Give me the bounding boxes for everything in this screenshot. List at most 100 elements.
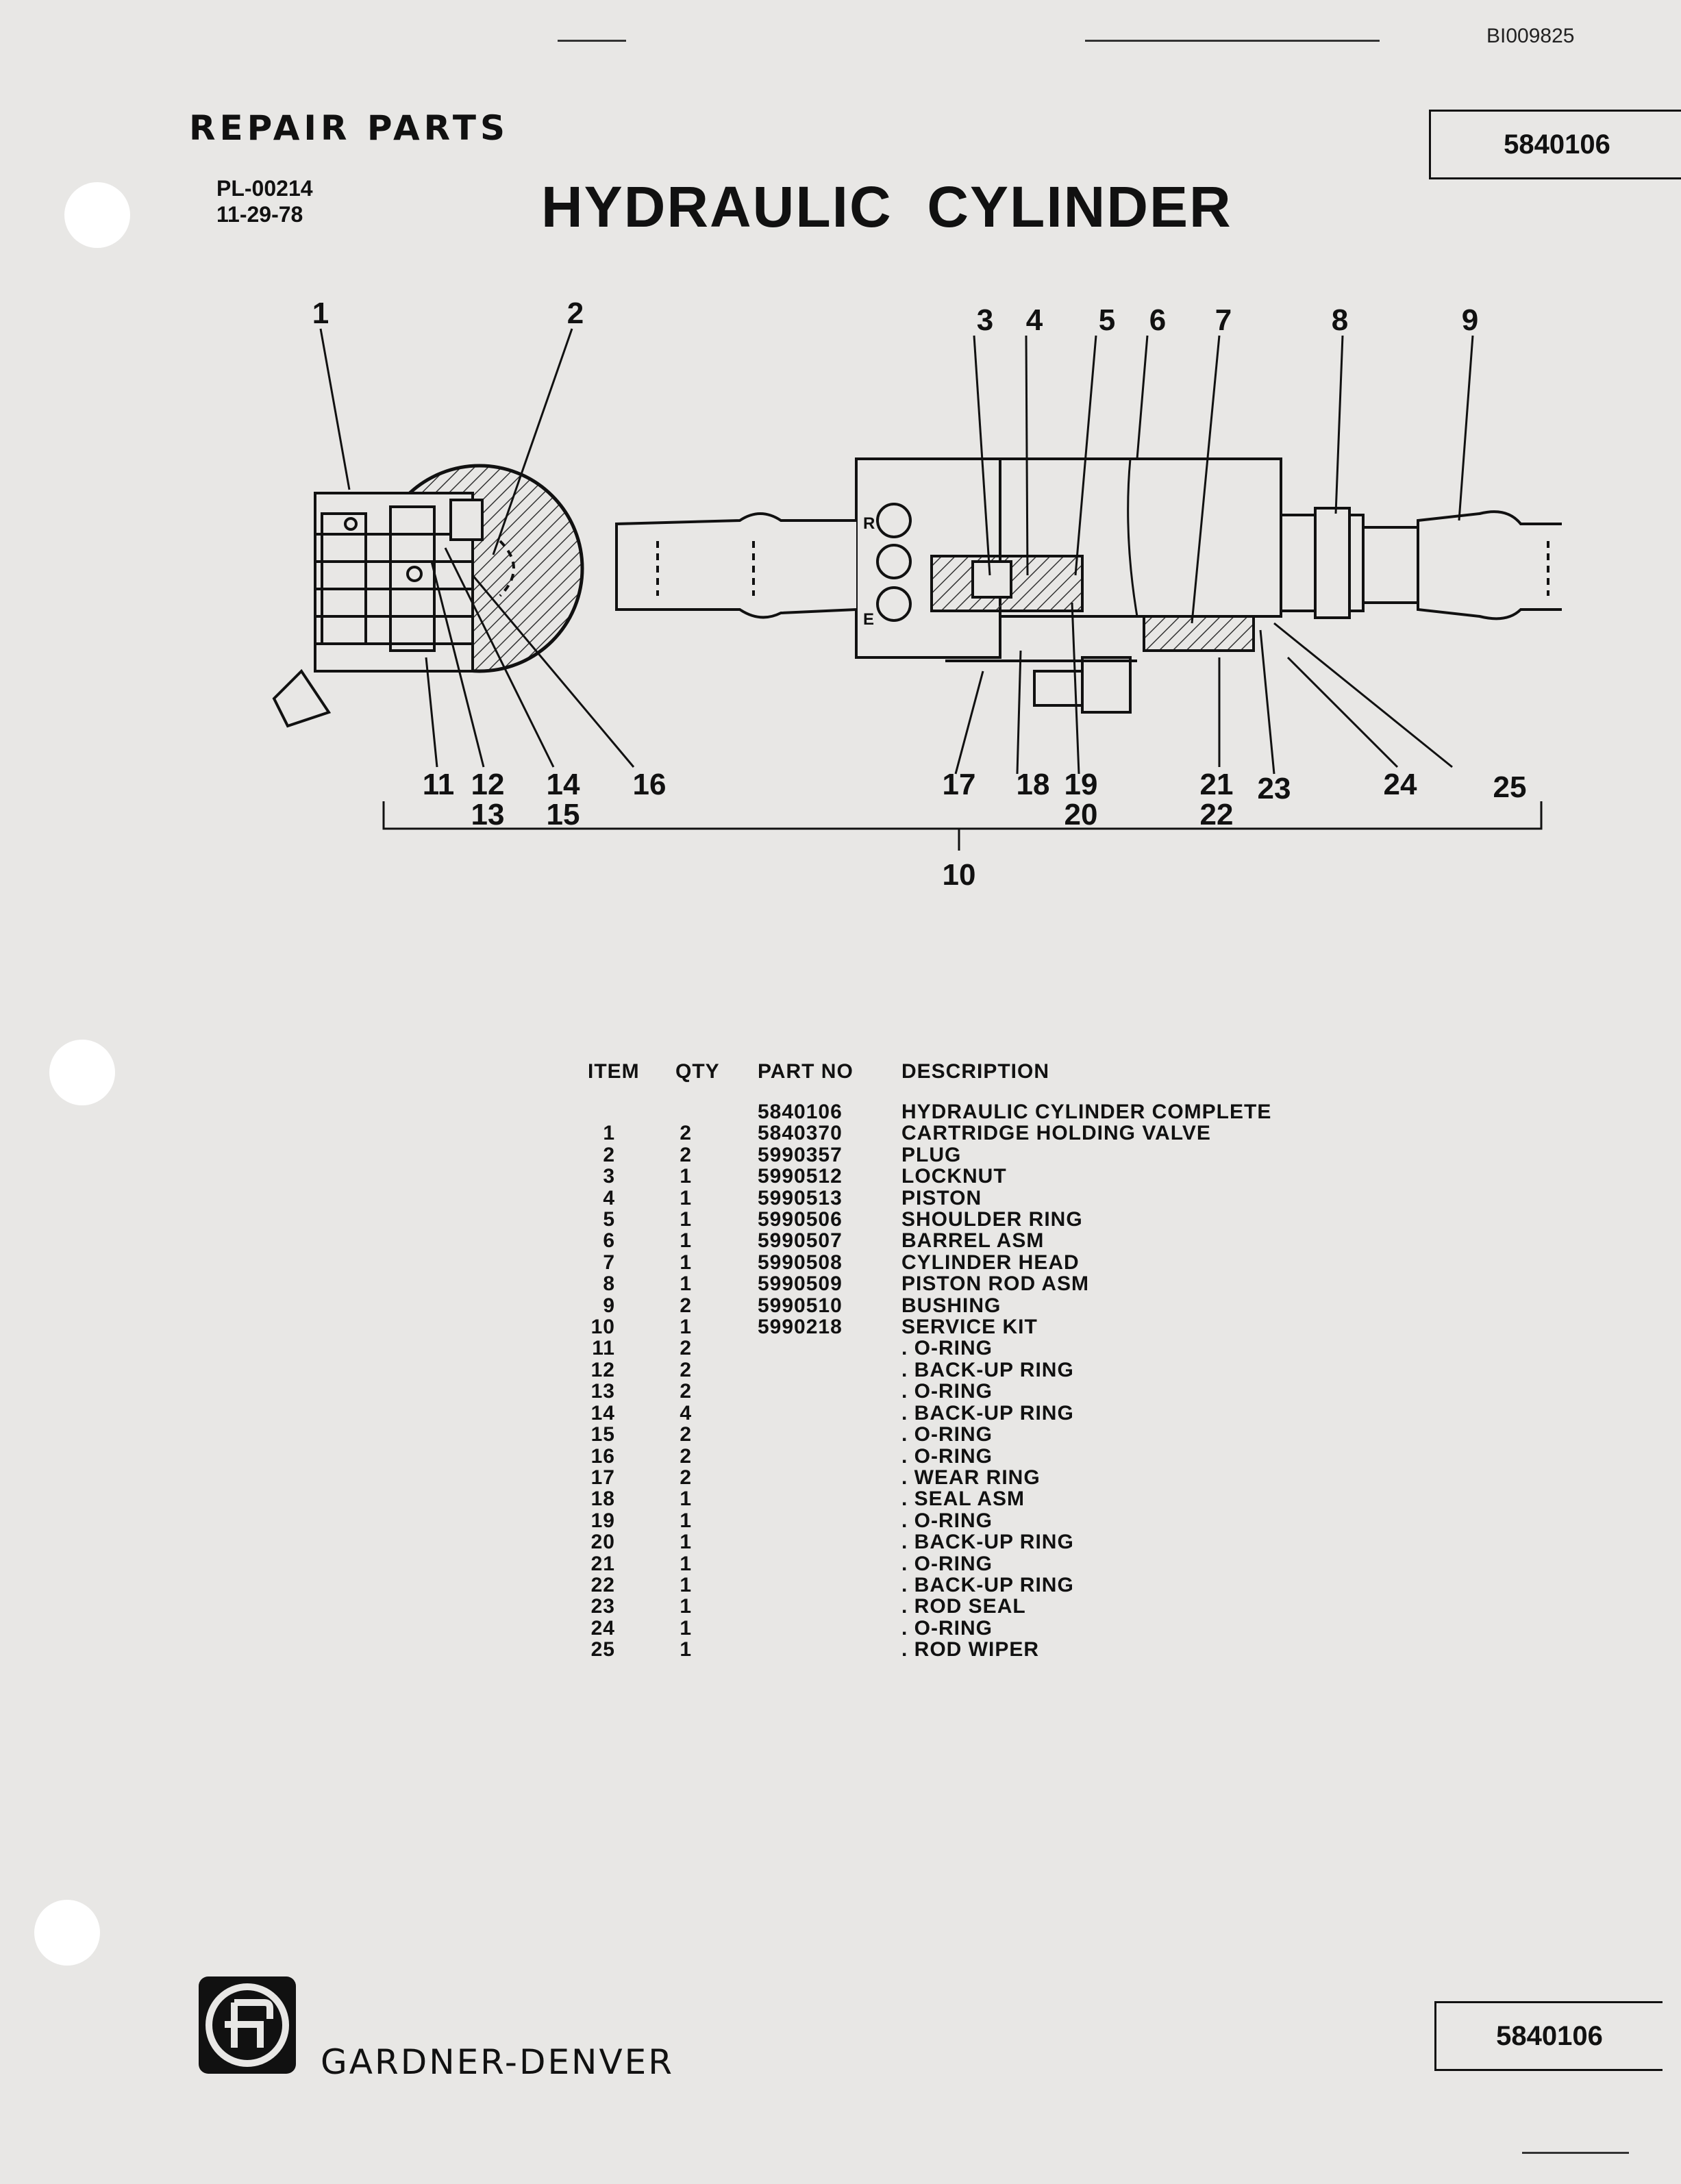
description-cell: . O-RING xyxy=(901,1509,993,1532)
port-e xyxy=(876,586,912,622)
callout-11: 11 xyxy=(423,768,455,801)
part-no-cell xyxy=(758,1596,854,1617)
column-gap xyxy=(854,1510,901,1531)
callout-23: 23 xyxy=(1258,772,1291,805)
callout-6: 6 xyxy=(1149,303,1166,337)
port-label: R xyxy=(863,514,875,533)
part-number-box-top: 5840106 xyxy=(1429,110,1681,179)
part-no-cell xyxy=(758,1424,854,1445)
item-cell: 18 xyxy=(590,1488,615,1511)
item-cell: 19 xyxy=(590,1509,615,1532)
part-no-cell xyxy=(758,1403,854,1424)
column-gap xyxy=(692,1101,758,1122)
column-gap xyxy=(854,1553,901,1574)
rod-end-clevis xyxy=(1417,510,1562,620)
qty-cell: 1 xyxy=(680,1595,692,1618)
callout-18: 18 xyxy=(1017,768,1050,801)
column-gap xyxy=(692,1574,758,1596)
description-cell: BUSHING xyxy=(901,1294,1001,1317)
locknut xyxy=(971,560,1012,599)
description-cell: BARREL ASM xyxy=(901,1229,1045,1253)
callout-1: 1 xyxy=(312,297,329,330)
qty-cell: 1 xyxy=(680,1573,692,1596)
callout-10: 10 xyxy=(943,858,976,892)
callout-5: 5 xyxy=(1099,303,1115,337)
column-gap xyxy=(854,1446,901,1467)
column-gap xyxy=(854,1596,901,1617)
part-no-cell: 5990507 xyxy=(758,1229,843,1253)
callout-3: 3 xyxy=(977,303,993,337)
callout-13: 13 xyxy=(471,798,505,831)
part-no-cell: 5840106 xyxy=(758,1101,843,1123)
column-gap xyxy=(692,1273,758,1294)
item-cell: 8 xyxy=(603,1272,615,1296)
description-cell: . BACK-UP RING xyxy=(901,1401,1074,1424)
part-no-cell xyxy=(758,1639,854,1660)
column-gap xyxy=(615,1273,675,1294)
column-gap xyxy=(615,1295,675,1316)
column-gap xyxy=(692,1209,758,1230)
column-gap xyxy=(692,1166,758,1187)
column-gap xyxy=(615,1252,675,1273)
column-gap xyxy=(615,1316,675,1338)
description-cell: CYLINDER HEAD xyxy=(901,1251,1080,1274)
item-cell: 13 xyxy=(590,1380,615,1403)
page-title: HYDRAULIC CYLINDER xyxy=(541,175,1232,239)
item-cell: 20 xyxy=(590,1531,615,1554)
column-gap xyxy=(854,1209,901,1230)
column-gap xyxy=(854,1316,901,1338)
item-cell: 23 xyxy=(590,1595,615,1618)
qty-cell: 1 xyxy=(680,1165,692,1188)
qty-cell xyxy=(675,1101,692,1122)
item-cell: 22 xyxy=(590,1573,615,1596)
part-no-cell xyxy=(758,1467,854,1488)
item-cell: 1 xyxy=(603,1122,615,1145)
qty-cell: 2 xyxy=(680,1294,692,1317)
column-gap xyxy=(854,1467,901,1488)
description-cell: . O-RING xyxy=(901,1552,993,1575)
plug xyxy=(449,499,484,541)
item-cell: 9 xyxy=(603,1294,615,1317)
part-no-cell: 5990513 xyxy=(758,1186,843,1209)
callout-17: 17 xyxy=(943,768,976,801)
qty-cell: 1 xyxy=(680,1316,692,1339)
column-gap xyxy=(854,1252,901,1273)
column-gap xyxy=(854,1574,901,1596)
column-gap xyxy=(854,1403,901,1424)
item-cell: 6 xyxy=(603,1229,615,1253)
description-cell: . O-RING xyxy=(901,1337,993,1360)
column-gap xyxy=(692,1596,758,1617)
description-cell: . O-RING xyxy=(901,1616,993,1640)
column-gap xyxy=(692,1122,758,1144)
part-no-cell: 5840370 xyxy=(758,1122,843,1145)
column-gap xyxy=(615,1553,675,1574)
hydraulic-cylinder-diagram: R E 1 2 3 4 5 6 7 8 9 1 xyxy=(272,297,1562,892)
column-gap xyxy=(854,1359,901,1381)
qty-cell: 2 xyxy=(680,1143,692,1166)
item-cell: 12 xyxy=(590,1358,615,1381)
column-gap xyxy=(615,1488,675,1509)
description-cell: SERVICE KIT xyxy=(901,1316,1038,1339)
description-cell: . ROD WIPER xyxy=(901,1638,1040,1661)
qty-cell: 4 xyxy=(680,1401,692,1424)
punch-hole xyxy=(49,1040,115,1105)
part-no-cell xyxy=(758,1446,854,1467)
item-cell: 7 xyxy=(603,1251,615,1274)
qty-cell: 2 xyxy=(680,1466,692,1489)
column-gap xyxy=(615,1101,675,1122)
qty-cell: 1 xyxy=(680,1229,692,1253)
column-gap xyxy=(615,1403,675,1424)
column-gap xyxy=(854,1101,901,1122)
description-cell: . ROD SEAL xyxy=(901,1595,1026,1618)
column-gap xyxy=(692,1488,758,1509)
